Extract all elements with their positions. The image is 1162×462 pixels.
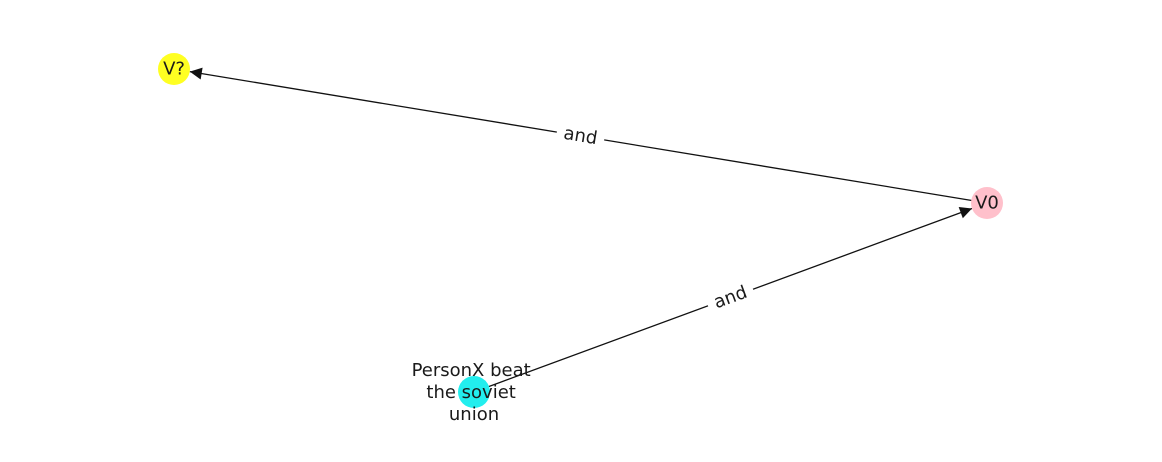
node-personx[interactable]: PersonX beat the soviet union xyxy=(412,360,537,425)
node-vq[interactable]: V? xyxy=(158,53,190,85)
node-label-line: PersonX beat xyxy=(412,360,531,381)
node-label: PersonX beat the soviet union xyxy=(412,360,537,425)
edge-label-v0-to-vq: and xyxy=(554,120,607,152)
nodes-layer: V? V0 PersonX beat the soviet union xyxy=(158,53,1003,425)
node-label: V? xyxy=(163,59,185,80)
node-label: V0 xyxy=(975,193,999,214)
edge-label-text: and xyxy=(711,282,750,313)
node-v0[interactable]: V0 xyxy=(971,187,1003,219)
edge-labels-layer: and and xyxy=(554,120,758,318)
node-label-line: the soviet xyxy=(426,382,515,403)
edges-layer xyxy=(189,67,988,393)
edge-label-personx-to-v0: and xyxy=(703,277,758,318)
node-label-line: union xyxy=(449,404,499,425)
